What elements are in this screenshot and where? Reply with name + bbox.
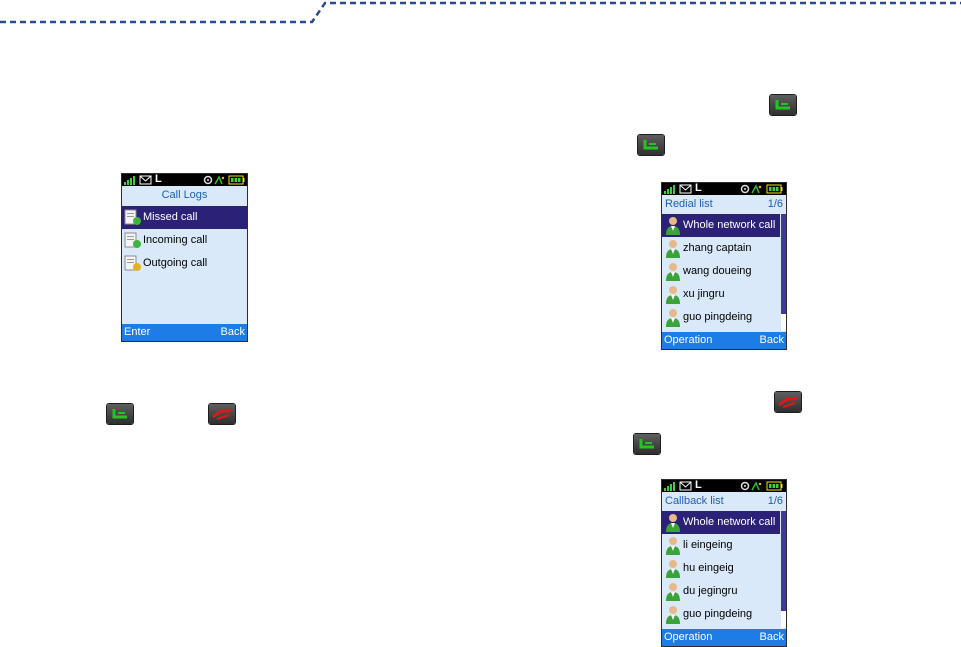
carrier-letter: L xyxy=(695,479,702,491)
list-item-label: du jegingru xyxy=(683,585,738,597)
list-item[interactable]: wang doueing xyxy=(662,260,780,283)
end-key-icon xyxy=(775,392,801,412)
list-item-label: zhang captain xyxy=(683,242,752,254)
list-item[interactable]: Whole network call xyxy=(662,214,780,237)
menu-item-label: Outgoing call xyxy=(143,257,208,269)
list-item-label: xu jingru xyxy=(683,288,725,300)
status-bar: L xyxy=(662,480,786,492)
gps-icon xyxy=(751,184,762,194)
call-key-icon xyxy=(638,135,664,155)
screen-title-bar: Call Logs xyxy=(122,186,247,204)
operation-softkey[interactable]: Operation xyxy=(664,631,713,643)
screen-title: Call Logs xyxy=(161,189,208,201)
missed-call-log-icon xyxy=(124,209,141,225)
end-key-icon xyxy=(209,404,235,424)
menu-item-outgoing-call[interactable]: Outgoing call xyxy=(122,252,247,275)
screen-title: Callback list xyxy=(665,495,724,507)
message-icon xyxy=(679,481,692,491)
contact-avatar-icon xyxy=(666,537,680,555)
list-item-label: li eingeing xyxy=(683,539,733,551)
callback-list-screen: L Callback list 1/6 Whole network call l… xyxy=(661,479,787,647)
menu-item-missed-call[interactable]: Missed call xyxy=(122,206,247,229)
list-item[interactable]: guo pingdeing xyxy=(662,603,780,626)
list-item[interactable]: xu jingru xyxy=(662,283,780,306)
contact-avatar-icon xyxy=(666,286,680,304)
list-item[interactable]: hu eingeig xyxy=(662,557,780,580)
contact-avatar-icon xyxy=(666,217,680,235)
contact-avatar-icon xyxy=(666,606,680,624)
message-icon xyxy=(679,184,692,194)
enter-softkey[interactable]: Enter xyxy=(124,326,151,338)
back-softkey[interactable]: Back xyxy=(759,334,784,346)
scrollbar[interactable] xyxy=(781,214,786,331)
gps-icon xyxy=(214,175,225,185)
call-key-icon xyxy=(107,404,133,424)
settings-icon xyxy=(203,175,213,185)
list-item[interactable]: Whole network call xyxy=(662,511,780,534)
scrollbar-thumb[interactable] xyxy=(781,214,786,314)
message-icon xyxy=(139,175,152,185)
screen-title-bar: Callback list 1/6 xyxy=(662,492,786,510)
signal-icon xyxy=(124,176,135,185)
menu-item-label: Incoming call xyxy=(143,234,208,246)
list-item-label: Whole network call xyxy=(683,219,776,231)
list-item-label: guo pingdeing xyxy=(683,311,753,323)
incoming-call-log-icon xyxy=(124,232,141,248)
battery-icon xyxy=(766,184,783,194)
contact-avatar-icon xyxy=(666,263,680,281)
outgoing-call-log-icon xyxy=(124,255,141,271)
status-bar: L xyxy=(122,174,247,186)
screen-title: Redial list xyxy=(665,198,713,210)
menu-item-label: Missed call xyxy=(143,211,198,223)
list-item[interactable]: zhang captain xyxy=(662,237,780,260)
list-item[interactable]: li eingeing xyxy=(662,534,780,557)
status-bar: L xyxy=(662,183,786,195)
carrier-letter: L xyxy=(695,182,702,194)
back-softkey[interactable]: Back xyxy=(220,326,245,338)
dashed-divider-line xyxy=(0,1,961,24)
call-key-icon xyxy=(634,434,660,454)
scrollbar-thumb[interactable] xyxy=(781,511,786,611)
softkey-bar: Operation Back xyxy=(662,332,786,349)
list-item-label: hu eingeig xyxy=(683,562,734,574)
list-item[interactable]: du jegingru xyxy=(662,580,780,603)
contact-avatar-icon xyxy=(666,560,680,578)
signal-icon xyxy=(664,185,675,194)
operation-softkey[interactable]: Operation xyxy=(664,334,713,346)
contact-avatar-icon xyxy=(666,309,680,327)
contact-avatar-icon xyxy=(666,583,680,601)
list-item-label: wang doueing xyxy=(683,265,752,277)
call-key-icon xyxy=(770,95,796,115)
settings-icon xyxy=(740,184,750,194)
screen-title-bar: Redial list 1/6 xyxy=(662,195,786,213)
menu-item-incoming-call[interactable]: Incoming call xyxy=(122,229,247,252)
signal-icon xyxy=(664,482,675,491)
battery-icon xyxy=(766,481,783,491)
redial-list-screen: L Redial list 1/6 Whole network call zha… xyxy=(661,182,787,350)
scrollbar[interactable] xyxy=(781,511,786,628)
battery-icon xyxy=(228,175,245,185)
carrier-letter: L xyxy=(155,173,162,185)
call-logs-screen: L Call Logs Missed call Incoming call Ou… xyxy=(121,173,248,342)
list-item[interactable]: guo pingdeing xyxy=(662,306,780,329)
back-softkey[interactable]: Back xyxy=(759,631,784,643)
page-indicator: 1/6 xyxy=(767,495,783,507)
softkey-bar: Operation Back xyxy=(662,629,786,646)
softkey-bar: Enter Back xyxy=(122,324,247,341)
contact-avatar-icon xyxy=(666,514,680,532)
list-item-label: guo pingdeing xyxy=(683,608,753,620)
page-indicator: 1/6 xyxy=(767,198,783,210)
contact-avatar-icon xyxy=(666,240,680,258)
gps-icon xyxy=(751,481,762,491)
settings-icon xyxy=(740,481,750,491)
list-item-label: Whole network call xyxy=(683,516,776,528)
